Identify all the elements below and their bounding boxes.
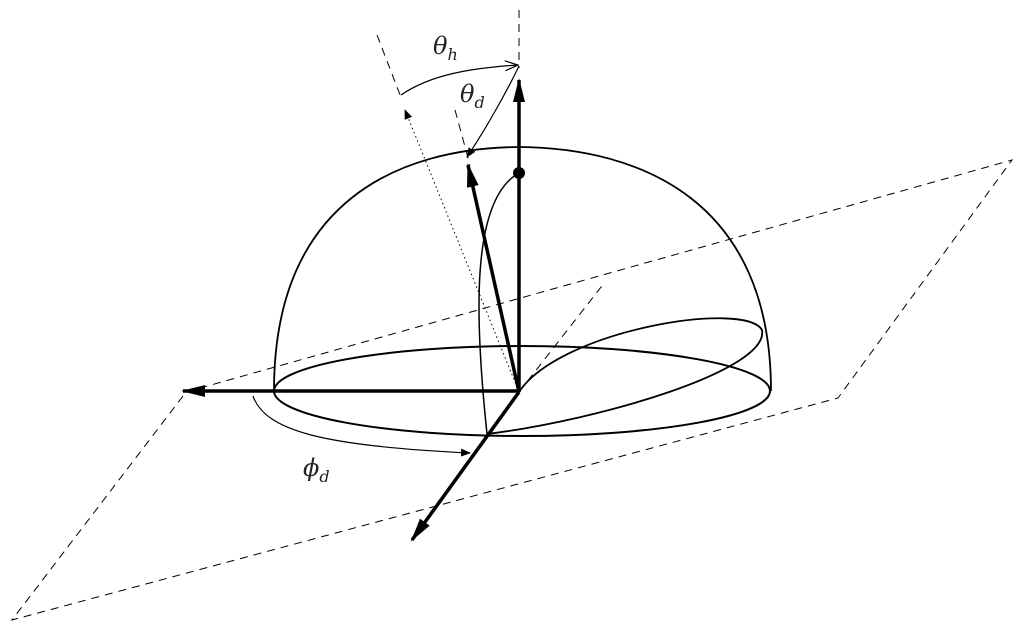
phi-d-arc — [252, 395, 471, 457]
tilted-great-circle — [486, 317, 763, 435]
theta-h-label: θh — [433, 32, 458, 64]
y-axis-arrow — [410, 390, 521, 542]
theta-d-arc — [466, 65, 520, 158]
point-dot — [513, 167, 525, 179]
phi-d-label: ϕd — [303, 454, 330, 486]
dashed-axis-line — [518, 281, 606, 393]
dashed-half-ext — [376, 34, 403, 101]
theta-d-label: θd — [460, 80, 485, 112]
tangent-plane — [10, 159, 1014, 621]
theta-h-arc — [400, 65, 518, 96]
dotted-half-vector-line — [404, 109, 520, 393]
diff-vector-arrow — [466, 163, 521, 393]
hemisphere-arc — [273, 146, 772, 392]
